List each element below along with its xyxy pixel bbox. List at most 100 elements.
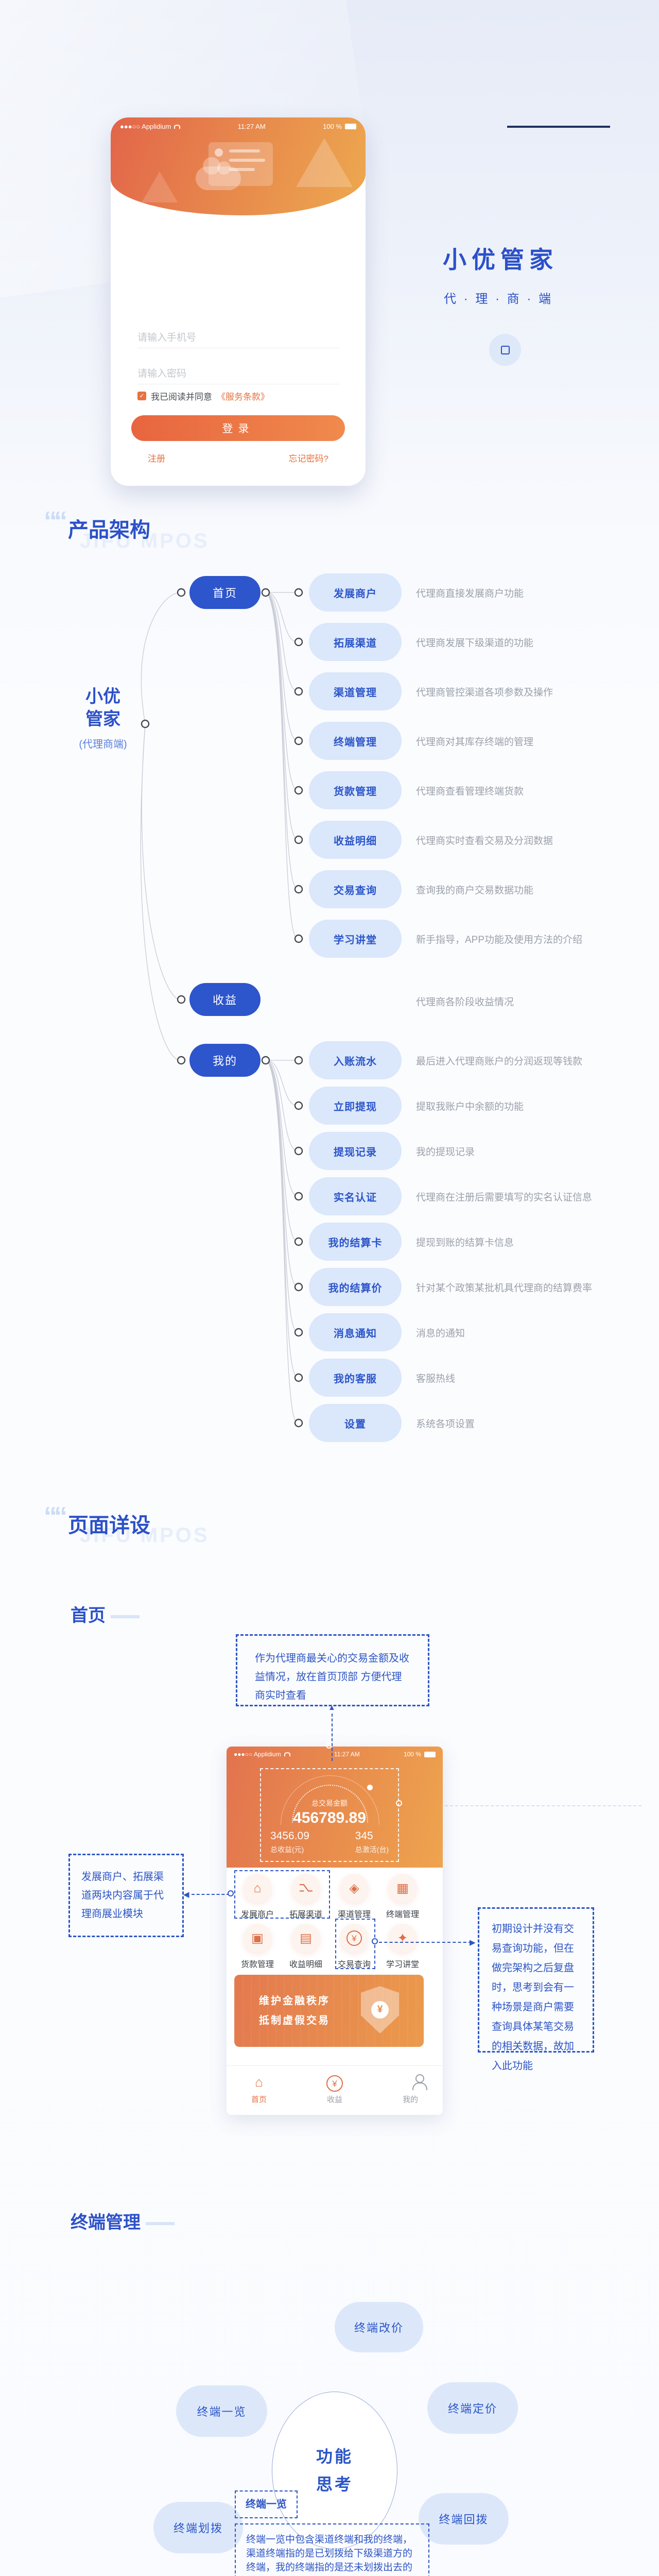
triangle-decoration <box>296 138 353 187</box>
register-link[interactable]: 注册 <box>148 454 165 464</box>
annotation-box-business <box>234 1870 330 1919</box>
tree-node-desc: 代理商实时查看交易及分润数据 <box>416 835 553 846</box>
connector-line <box>332 1714 333 1761</box>
annotation-left-note: 发展商户、拓展渠道两块内容属于代理商展业模块 <box>68 1854 184 1937</box>
tree-node[interactable]: 入账流水 <box>309 1041 402 1079</box>
arrow-right-icon: ▶ <box>470 1938 476 1947</box>
statement-icon: ▤ <box>291 1924 320 1953</box>
password-input[interactable] <box>137 364 339 384</box>
tab-home[interactable]: ⌂ 首页 <box>233 2073 285 2105</box>
annotation-white-dashed-box: 总交易金额 456789.89 3456.09 总收益(元) 345 总激活(台… <box>260 1768 399 1862</box>
tree-node[interactable]: 渠道管理 <box>309 672 402 710</box>
hex-cluster-icon: ◈ <box>340 1874 369 1903</box>
status-bar: ●●●○○ Applidium 11:27 AM 100 % <box>111 117 366 130</box>
tree-node[interactable]: 我的客服 <box>309 1359 402 1397</box>
app-entry[interactable]: ⌂发展商户 <box>233 1874 282 1920</box>
battery-icon <box>345 124 356 129</box>
app-title: 小优管家 <box>443 246 558 273</box>
app-entry[interactable]: ◈渠道管理 <box>330 1874 378 1920</box>
phone-number-input[interactable] <box>137 328 339 348</box>
app-entry[interactable]: ¥交易查询 <box>330 1924 378 1970</box>
carrier-label: ●●●○○ Applidium <box>120 123 171 130</box>
annotation-box-query <box>335 1919 375 1969</box>
agreement-label: 我已阅读并同意 <box>151 392 212 402</box>
terminal-paragraph-1: 终端一览中包含渠道终端和我的终端，渠道终端指的是已划拨给下级渠道方的终端，我的终… <box>246 2534 413 2573</box>
clock-label: 11:27 AM <box>334 1751 360 1758</box>
watermark-text: JIFU MPOS <box>80 1524 210 1547</box>
tree-branch-mine[interactable]: 我的 <box>189 1044 261 1077</box>
tree-node[interactable]: 拓展渠道 <box>309 623 402 661</box>
tree-node[interactable]: 消息通知 <box>309 1313 402 1351</box>
label-terminal-list: 终端一览 <box>235 2490 298 2518</box>
app-entry[interactable]: ▦终端管理 <box>378 1874 427 1920</box>
tree-row: 我的结算卡 提现到账的结算卡信息 <box>309 1223 514 1261</box>
yuan-search-icon: ¥ <box>340 1924 369 1953</box>
tree-node[interactable]: 立即提现 <box>309 1087 402 1125</box>
app-subtitle: 代 · 理 · 商 · 端 <box>444 292 553 306</box>
tree-node-desc: 代理商直接发展商户功能 <box>416 588 524 599</box>
triangle-decoration <box>142 172 178 202</box>
tab-mine[interactable]: 我的 <box>402 2095 418 2104</box>
tree-node[interactable]: 终端管理 <box>309 722 402 760</box>
app-entry[interactable]: ✦学习讲堂 <box>378 1924 427 1970</box>
tree-row: 交易查询查询我的商户交易数据功能 <box>309 870 533 908</box>
tree-row: 渠道管理 代理商管控渠道各项参数及操作 <box>309 672 553 710</box>
earnings-icon: ¥ <box>326 2075 343 2092</box>
heading-dash <box>146 2222 175 2226</box>
tree-branch-earnings[interactable]: 收益 <box>189 983 261 1016</box>
subsection-title-home: 首页 <box>71 1601 140 1626</box>
connector-ring <box>396 1800 402 1806</box>
tree-node-desc: 代理商在注册后需要填写的实名认证信息 <box>416 1192 593 1203</box>
heading-dash <box>111 1615 140 1619</box>
tree-node-desc: 代理商管控渠道各项参数及操作 <box>416 687 553 698</box>
app-entry[interactable]: ⌥拓展渠道 <box>282 1874 330 1920</box>
home-header: ●●●○○ Applidium 11:27 AM 100 % 总交易金额 456… <box>227 1742 443 1868</box>
tree-node[interactable]: 学习讲堂 <box>309 920 402 958</box>
tree-node[interactable]: 实名认证 <box>309 1177 402 1215</box>
login-button[interactable]: 登录 <box>131 415 345 441</box>
total-activated-label: 总激活(台) <box>355 1845 389 1854</box>
checkbox-checked-icon[interactable]: ✓ <box>137 392 146 400</box>
annotation-top-note: 作为代理商最关心的交易金额及收益情况，放在首页顶部 方便代理商实时查看 <box>236 1634 429 1706</box>
graduation-icon: ✦ <box>388 1924 417 1953</box>
annotation-right-note: 初期设计并没有交易查询功能，但在做完架构之后复盘时，思考到会有一种场景是商户需要… <box>478 1907 594 2072</box>
forgot-password-link[interactable]: 忘记密码? <box>288 454 328 464</box>
tree-row: 提现记录 我的提现记录 <box>309 1132 475 1170</box>
shield-moneybag-icon: ¥ <box>361 1986 399 2033</box>
tree-row: 我的结算价针对某个政策某批机具代理商的结算费率 <box>309 1268 592 1306</box>
bubble-terminal-pricing: 终端定价 <box>427 2382 518 2434</box>
tree-node-desc: 客服热线 <box>416 1373 456 1384</box>
connector-ring <box>372 1938 378 1944</box>
arrow-left-icon: ◀ <box>183 1890 189 1899</box>
tree-branch-earnings-desc: 代理商各阶段收益情况 <box>416 997 514 1008</box>
app-entry[interactable]: ▣货款管理 <box>233 1924 282 1970</box>
total-transaction-label: 总交易金额 <box>311 1799 348 1807</box>
tree-branch-home[interactable]: 首页 <box>189 576 261 609</box>
tree-node[interactable]: 收益明细 <box>309 821 402 859</box>
carrier-label: ●●●○○ Applidium <box>234 1751 281 1758</box>
promo-banner[interactable]: 维护金融秩序 抵制虚假交易 ¥ <box>234 1975 424 2047</box>
bubble-terminal-reprice: 终端改价 <box>335 2302 423 2352</box>
annotation-terminal-paragraphs: 终端一览中包含渠道终端和我的终端，渠道终端指的是已划拨给下级渠道方的终端，我的终… <box>235 2523 429 2576</box>
arrow-up-icon: ▲ <box>328 1703 336 1712</box>
tree-node[interactable]: 我的结算价 <box>309 1268 402 1306</box>
cash-box-icon: ▣ <box>243 1924 272 1953</box>
quote-icon: ““ <box>44 506 67 536</box>
tree-node-desc: 我的提现记录 <box>416 1146 475 1158</box>
total-earnings-label: 总收益(元) <box>270 1845 304 1854</box>
terms-link[interactable]: 《服务条款》 <box>217 392 269 402</box>
tree-node[interactable]: 我的结算卡 <box>309 1223 402 1261</box>
terms-agreement-row: ✓ 我已阅读并同意 《服务条款》 <box>137 389 269 402</box>
tree-node[interactable]: 设置 <box>309 1404 402 1442</box>
watermark-text: JIFU MPOS <box>80 530 210 552</box>
tree-node[interactable]: 交易查询 <box>309 870 402 908</box>
tree-node[interactable]: 提现记录 <box>309 1132 402 1170</box>
home-icon: ⌂ <box>255 2074 263 2090</box>
app-entry[interactable]: ▤收益明细 <box>282 1924 330 1970</box>
tab-earnings[interactable]: ¥ 收益 <box>309 2073 360 2105</box>
tree-row: 入账流水最后进入代理商账户的分润返现等钱款 <box>309 1041 582 1079</box>
tree-node-desc: 提现到账的结算卡信息 <box>416 1237 514 1248</box>
tree-node[interactable]: 货款管理 <box>309 771 402 809</box>
tree-node[interactable]: 发展商户 <box>309 573 402 612</box>
